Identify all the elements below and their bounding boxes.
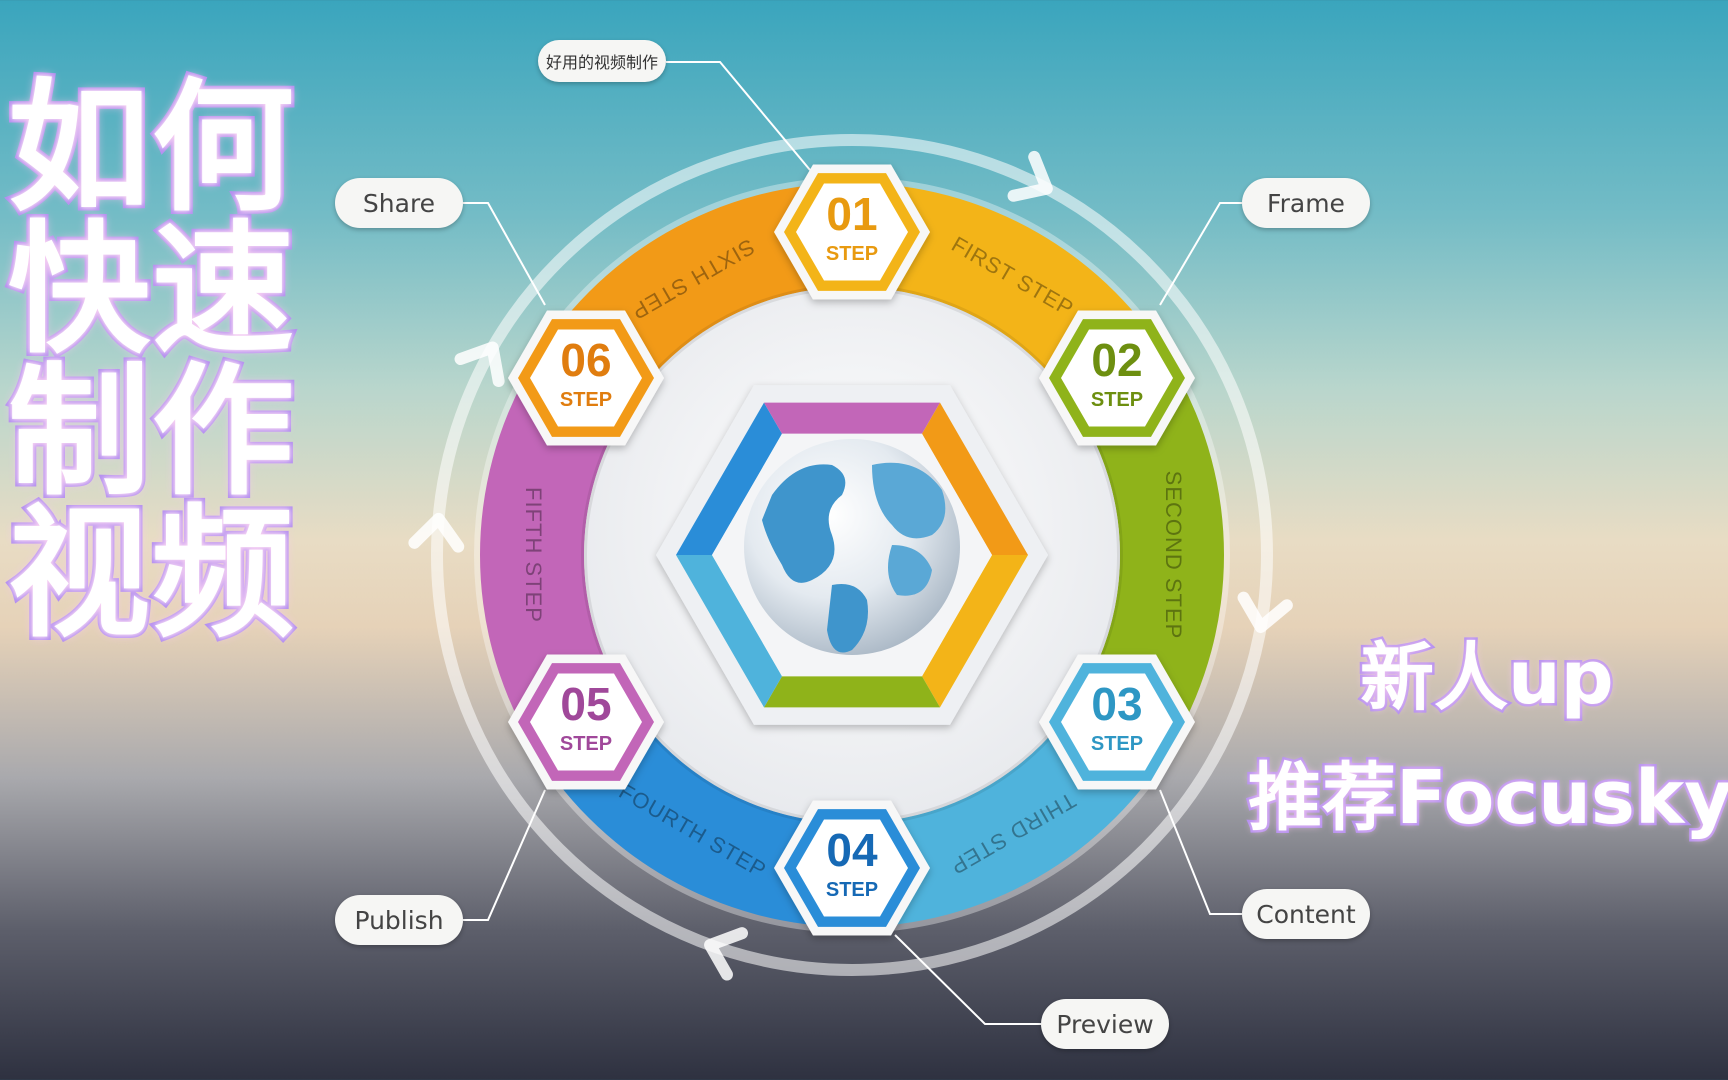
side-title-line-2: 推荐Focusky (1246, 753, 1728, 844)
cycle-arrow-icon (1007, 150, 1053, 202)
step-number: 06 (560, 334, 611, 386)
step-caption: STEP (1091, 733, 1143, 755)
step-caption: STEP (826, 243, 878, 265)
label-frame: Frame (1242, 178, 1370, 228)
main-title: 如何快速制作视频 (5, 66, 298, 657)
cycle-arrow-icon (1237, 591, 1293, 634)
step-caption: STEP (560, 389, 612, 411)
step-number: 05 (560, 678, 611, 730)
center-hexagon (656, 385, 1048, 725)
ring-segment-5 (480, 369, 620, 741)
cycle-arrow-icon (408, 134, 1293, 981)
label-content: Content (1242, 889, 1370, 939)
label-preview: Preview (1041, 999, 1169, 1049)
step-caption: STEP (826, 879, 878, 901)
label-share: Share (335, 178, 463, 228)
ring-label: SECOND STEP (1161, 471, 1186, 640)
label-publish: Publish (335, 895, 463, 945)
callout-leader-lines (463, 61, 1242, 1025)
cycle-arrow-icon (704, 927, 749, 981)
step-caption: STEP (560, 733, 612, 755)
cycle-arrow-icon (408, 512, 465, 553)
step-number: 04 (826, 824, 878, 876)
step-number: 02 (1091, 334, 1142, 386)
ring-segment-2 (1084, 369, 1224, 741)
globe-icon (744, 439, 960, 655)
side-title-line-1: 新人up (1358, 633, 1617, 724)
step-caption: STEP (1091, 389, 1143, 411)
cycle-arrow-icon (454, 341, 505, 388)
top-callout-label: 好用的视频制作 (538, 40, 666, 82)
ring-label: FIFTH STEP (521, 487, 546, 623)
step-number: 03 (1091, 678, 1142, 730)
step-number: 01 (826, 188, 877, 240)
